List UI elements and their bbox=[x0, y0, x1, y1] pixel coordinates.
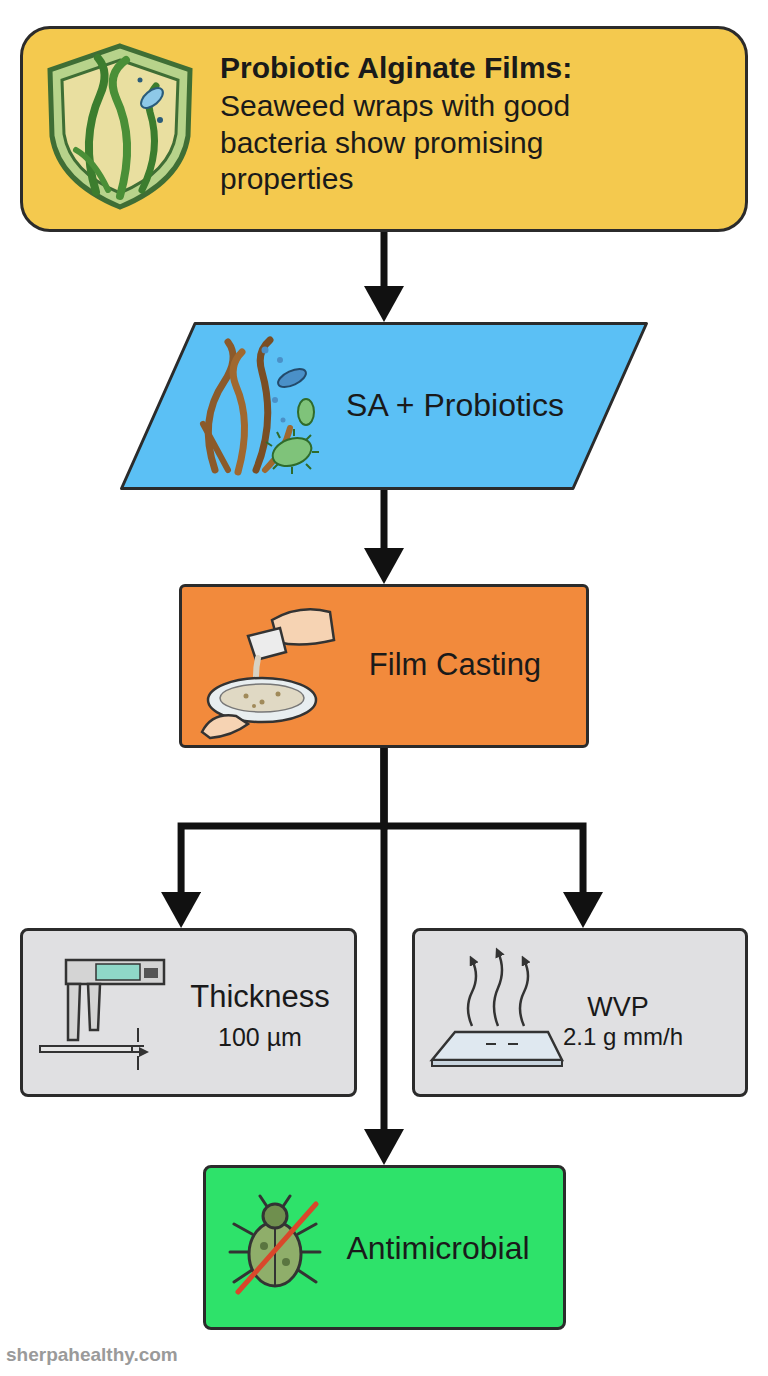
vapour-icon bbox=[432, 952, 562, 1066]
node-body: Seaweed wraps with good bacteria show pr… bbox=[220, 88, 640, 198]
node-body: 100 µm bbox=[170, 1022, 350, 1053]
watermark: sherpahealthy.com bbox=[6, 1344, 178, 1366]
flow-arrow bbox=[181, 748, 384, 920]
node-heading: Antimicrobial bbox=[313, 1229, 563, 1268]
shield-icon bbox=[50, 46, 190, 207]
flow-arrow bbox=[381, 232, 388, 314]
flow-arrow bbox=[381, 490, 388, 576]
title-box: Probiotic Alginate Films:Seaweed wraps w… bbox=[20, 26, 748, 232]
casting-icon bbox=[202, 609, 334, 738]
node-heading: Film Casting bbox=[329, 646, 581, 684]
parallelogram-shape bbox=[122, 324, 647, 489]
node-heading: WVP bbox=[518, 991, 718, 1024]
caliper-icon bbox=[40, 960, 164, 1070]
input-parallelogram: SA + Probiotics bbox=[120, 322, 648, 490]
seaweed-bacteria-icon bbox=[203, 340, 319, 474]
outcome-box: Antimicrobial bbox=[203, 1165, 566, 1330]
node-heading: Thickness bbox=[170, 978, 350, 1016]
flow-arrow bbox=[384, 748, 583, 920]
result-box: WVP2.1 g mm/h bbox=[412, 928, 748, 1097]
node-heading: Probiotic Alginate Films: bbox=[220, 50, 720, 87]
node-heading: SA + Probiotics bbox=[305, 386, 605, 425]
no-bug-icon bbox=[230, 1196, 320, 1292]
process-box: Film Casting bbox=[179, 584, 589, 748]
node-body: 2.1 g mm/h bbox=[518, 1022, 728, 1051]
flow-arrow bbox=[381, 748, 388, 1157]
result-box: Thickness 100 µm bbox=[20, 928, 357, 1097]
